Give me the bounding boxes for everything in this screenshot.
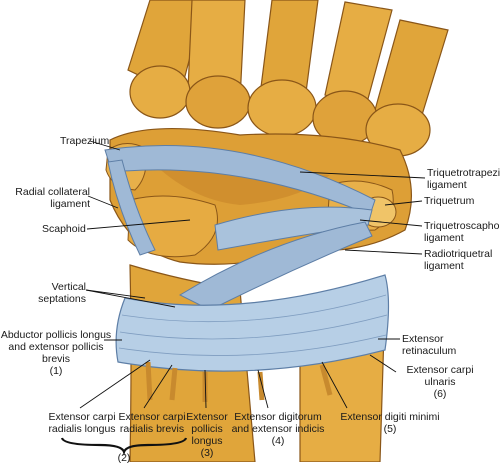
leader-ecrl: [79, 359, 151, 409]
leader-edc: [257, 369, 269, 409]
label-radiotriquetral-ligament: Radiotriquetral ligament: [424, 248, 493, 272]
metacarpal-bones: [127, 0, 449, 157]
label-edm: Extensor digiti minimi (5): [340, 411, 440, 435]
leader-edm: [321, 361, 348, 409]
leader-triquetrotrapezial: [299, 171, 426, 179]
leader-triquetroscaphoid: [359, 219, 423, 227]
leader-epl: [204, 369, 207, 409]
leader-septations-a: [85, 289, 146, 299]
label-epl: Extensor pollicis longus (3): [186, 411, 228, 459]
label-compartment-2: (2): [117, 452, 131, 464]
label-vertical-septations: Vertical septations: [38, 281, 86, 305]
metacarpal-head-2: [185, 75, 251, 129]
leader-radial-collateral: [87, 195, 119, 209]
label-triquetrotrapezial-ligament: Triquetrotrapezial ligament: [427, 167, 500, 191]
leader-trapezium: [89, 140, 121, 151]
leader-radiotriquetral: [344, 249, 423, 255]
leader-scaphoid: [86, 219, 191, 230]
radial-collateral-ligament: [107, 159, 156, 256]
compartment-2-brace: [60, 437, 188, 456]
leader-triquetrum: [384, 200, 423, 206]
label-scaphoid: Scaphoid: [42, 223, 86, 235]
label-ecrb: Extensor carpi radialis brevis: [118, 411, 186, 435]
leader-septations-b: [85, 289, 176, 308]
label-ecrl: Extensor carpi radialis longus: [48, 411, 116, 435]
triquetroscaphoid-ligament: [214, 206, 373, 251]
leader-lines: [79, 140, 426, 409]
label-triquetroscaphoid-ligament: Triquetroscaphoid ligament: [424, 220, 500, 244]
label-extensor-retinaculum: Extensor retinaculum: [402, 333, 457, 357]
radiotriquetral-ligament: [178, 221, 373, 311]
leader-ecu: [369, 354, 397, 373]
metacarpal-head-1: [129, 65, 191, 119]
label-extensor-carpi-ulnaris: Extensor carpi ulnaris (6): [406, 364, 474, 400]
label-edc: Extensor digitorum and extensor indicis …: [231, 411, 325, 447]
ligaments: [104, 145, 376, 311]
extensor-retinaculum-band: [115, 274, 390, 372]
label-trapezium: Trapezium: [60, 135, 110, 147]
leader-ecrb: [143, 364, 173, 409]
metacarpal-head-3: [247, 79, 317, 137]
label-abductor-pollicis: Abductor pollicis longus and extensor po…: [0, 329, 112, 377]
label-radial-collateral-ligament: Radial collateral ligament: [15, 186, 90, 210]
label-triquetrum: Triquetrum: [424, 195, 475, 207]
